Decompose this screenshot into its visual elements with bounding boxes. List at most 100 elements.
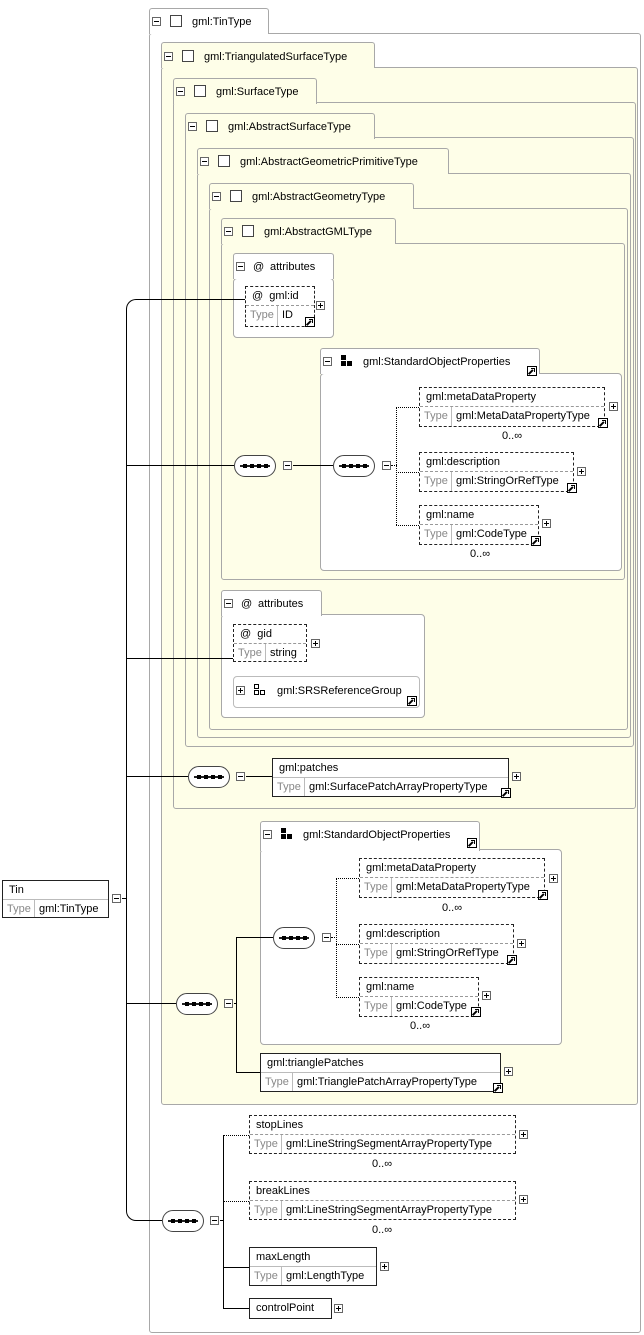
expand-meta-data-property-button[interactable]: [549, 874, 558, 883]
attr-name: gid: [257, 628, 272, 640]
goto-group-icon[interactable]: [407, 696, 417, 706]
abstract-surface-type-label: gml:AbstractSurfaceType: [228, 121, 351, 133]
goto-type-icon[interactable]: [507, 955, 517, 965]
at-icon: @: [240, 628, 252, 640]
group-icon: [341, 355, 353, 367]
goto-type-icon[interactable]: [493, 1083, 503, 1093]
collapse-tin-type-button[interactable]: [152, 17, 161, 26]
collapse-sequence-button[interactable]: [224, 999, 233, 1008]
expand-name-button[interactable]: [542, 519, 551, 528]
goto-type-icon[interactable]: [538, 890, 548, 900]
collapse-standard-object-properties-button[interactable]: [263, 830, 272, 839]
cardinality: 0..∞: [442, 902, 463, 914]
complex-type-icon: [242, 225, 254, 237]
sequence-compositor[interactable]: [162, 1210, 204, 1232]
element-name: gml:metaDataProperty: [426, 391, 537, 403]
sequence-compositor[interactable]: [176, 993, 218, 1015]
attribute-group-icon: [254, 684, 266, 696]
expand-break-lines-button[interactable]: [519, 1195, 528, 1204]
collapse-surface-type-button[interactable]: [176, 87, 185, 96]
expand-meta-data-property-button[interactable]: [609, 402, 618, 411]
element-name: breakLines: [256, 1185, 310, 1197]
element-name: gml:name: [366, 981, 415, 993]
collapse-attributes-button[interactable]: [224, 599, 233, 608]
collapse-tin-button[interactable]: [112, 894, 121, 903]
expand-name-button[interactable]: [482, 991, 491, 1000]
standard-object-properties-tab-2: [260, 821, 480, 851]
abstract-gml-type-label: gml:AbstractGMLType: [264, 226, 372, 238]
element-type: gml:SurfacePatchArrayPropertyType: [309, 781, 488, 793]
sequence-compositor[interactable]: [188, 766, 230, 788]
attributes-label: attributes: [270, 261, 316, 273]
collapse-sequence-button[interactable]: [210, 1216, 219, 1225]
expand-patches-button[interactable]: [512, 772, 521, 781]
expand-triangle-patches-button[interactable]: [504, 1067, 513, 1076]
collapse-abstract-surface-type-button[interactable]: [188, 122, 197, 131]
element-name: controlPoint: [256, 1302, 315, 1314]
triangulated-surface-type-tab: [161, 42, 375, 68]
attributes-tab-id: [233, 253, 334, 279]
cardinality: 0..∞: [502, 430, 523, 442]
type-key: Type: [7, 903, 31, 915]
goto-type-icon[interactable]: [471, 1007, 481, 1017]
expand-gid-button[interactable]: [311, 639, 320, 648]
goto-type-icon[interactable]: [531, 536, 541, 546]
goto-type-icon[interactable]: [305, 317, 315, 327]
goto-type-icon[interactable]: [567, 483, 577, 493]
expand-description-button[interactable]: [517, 939, 526, 948]
sequence-compositor[interactable]: [333, 455, 375, 477]
cardinality: 0..∞: [410, 1020, 431, 1032]
complex-type-icon: [230, 190, 242, 202]
expand-gml-id-button[interactable]: [316, 301, 325, 310]
attributes-tab-gid: [221, 590, 322, 616]
complex-type-icon: [182, 50, 194, 62]
element-name: maxLength: [256, 1251, 311, 1263]
type-key: Type: [238, 647, 262, 659]
collapse-triangulated-surface-type-button[interactable]: [164, 52, 173, 61]
element-type: gml:CodeType: [396, 1000, 467, 1012]
collapse-sequence-button[interactable]: [322, 933, 331, 942]
collapse-abstract-geometric-primitive-type-button[interactable]: [200, 157, 209, 166]
goto-type-icon[interactable]: [501, 788, 511, 798]
collapse-sequence-button[interactable]: [283, 461, 292, 470]
attributes-label: attributes: [258, 598, 304, 610]
element-type: gml:MetaDataPropertyType: [456, 410, 590, 422]
collapse-standard-object-properties-button[interactable]: [323, 357, 332, 366]
collapse-abstract-gml-type-button[interactable]: [224, 227, 233, 236]
expand-max-length-button[interactable]: [380, 1262, 389, 1271]
element-type: gml:LineStringSegmentArrayPropertyType: [286, 1138, 493, 1150]
collapse-sequence-button[interactable]: [382, 461, 391, 470]
goto-type-icon[interactable]: [598, 418, 608, 428]
goto-group-icon[interactable]: [527, 366, 537, 376]
sequence-compositor[interactable]: [273, 927, 315, 949]
expand-stop-lines-button[interactable]: [519, 1130, 528, 1139]
type-key: Type: [265, 1076, 289, 1088]
expand-control-point-button[interactable]: [334, 1304, 343, 1313]
at-icon: @: [252, 290, 264, 302]
goto-group-icon[interactable]: [467, 838, 477, 848]
control-point-element[interactable]: controlPoint: [249, 1298, 332, 1319]
collapse-sequence-button[interactable]: [236, 772, 245, 781]
cardinality: 0..∞: [372, 1224, 393, 1236]
collapse-abstract-geometry-type-button[interactable]: [212, 192, 221, 201]
expand-srs-reference-group-button[interactable]: [236, 686, 245, 695]
type-key: Type: [254, 1270, 278, 1282]
sequence-compositor[interactable]: [234, 455, 276, 477]
expand-description-button[interactable]: [577, 467, 586, 476]
standard-object-properties-label: gml:StandardObjectProperties: [363, 356, 511, 368]
collapse-attributes-button[interactable]: [236, 262, 245, 271]
